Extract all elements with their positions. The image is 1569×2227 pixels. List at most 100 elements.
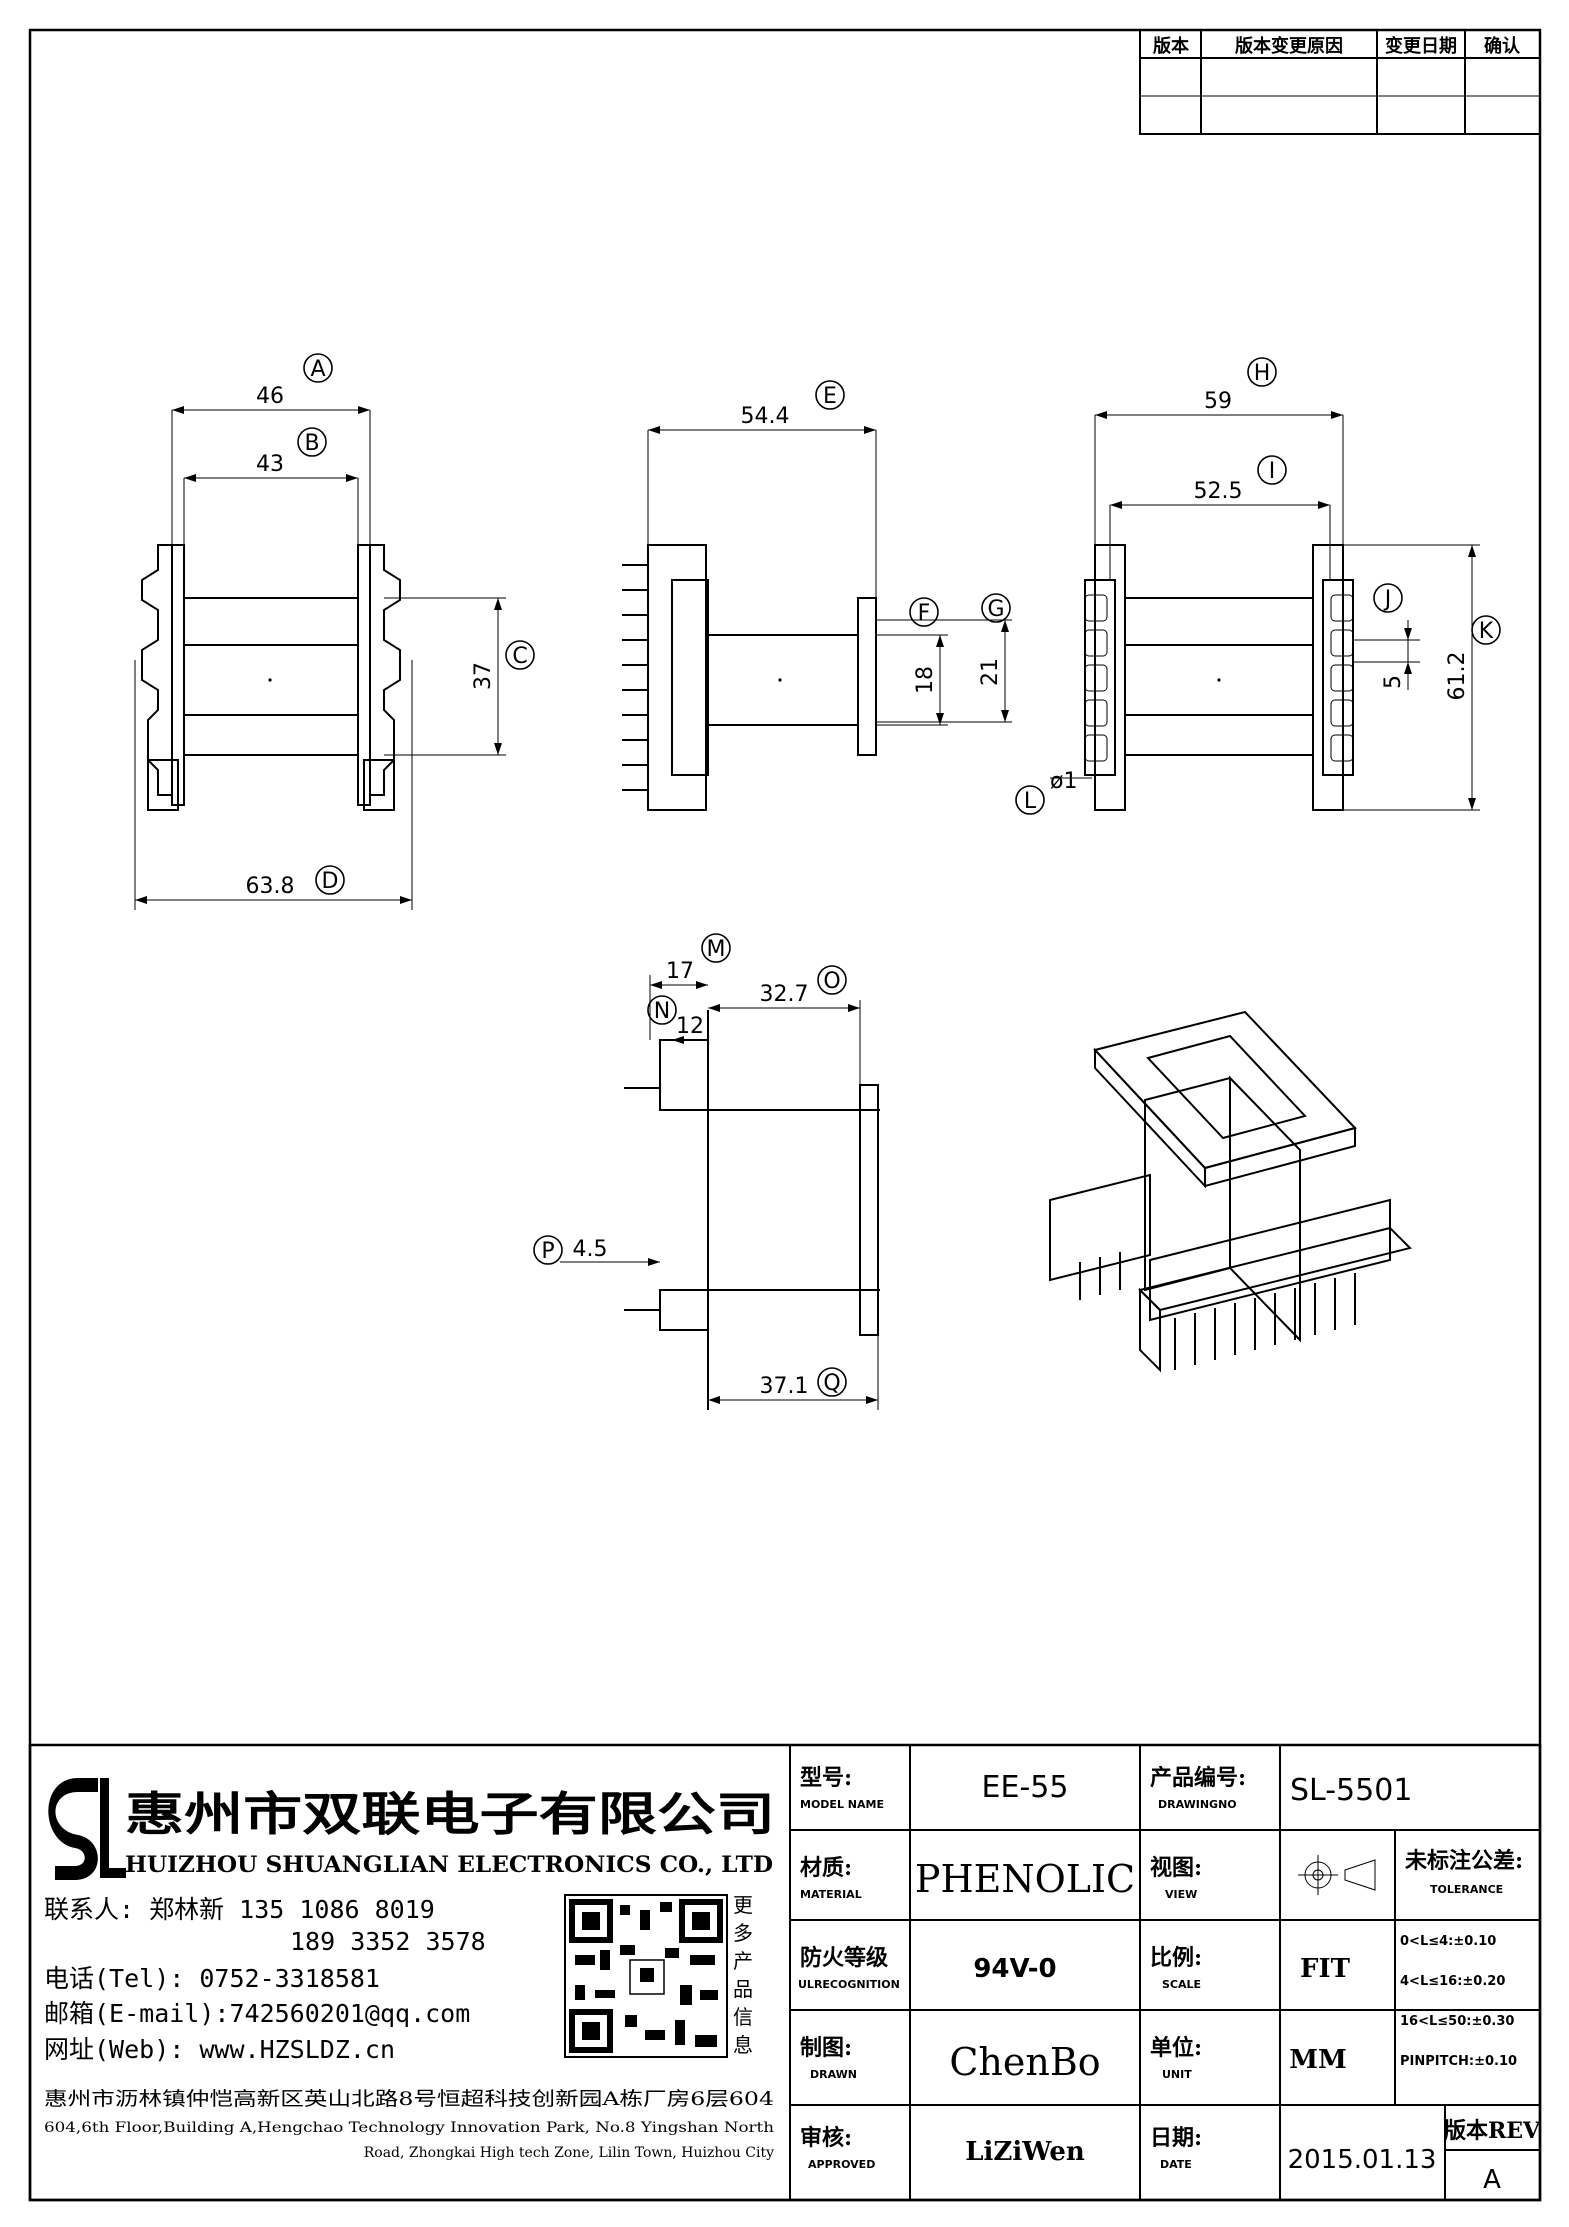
dim-value-p: 4.5 xyxy=(573,1237,608,1262)
dim-label-d: D xyxy=(322,869,339,894)
drawing-no-label-en: DRAWINGNO xyxy=(1158,1798,1237,1811)
dim-value-m: 17 xyxy=(666,959,694,984)
bottom-view: 17 M 12 N 32.7 O 4.5 P 37.1 Q xyxy=(533,933,880,1410)
view-label-en: VIEW xyxy=(1165,1888,1197,1901)
dim-value-h: 59 xyxy=(1204,389,1232,414)
qr-code-icon xyxy=(564,1894,728,2058)
dim-label-c: C xyxy=(512,644,527,669)
dim-label-p: P xyxy=(541,1239,554,1264)
approved-value: LiZiWen xyxy=(965,2137,1085,2167)
model-label-en: MODEL NAME xyxy=(800,1798,884,1811)
date-label-en: DATE xyxy=(1160,2158,1192,2171)
tolerance-row-1: 0<L≤4:±0.10 xyxy=(1400,1934,1496,1949)
dim-value-q: 37.1 xyxy=(760,1374,809,1399)
flammability-value: 94V-0 xyxy=(973,1954,1056,1984)
qr-caption-4: 品 xyxy=(733,1977,753,2001)
dim-label-i: I xyxy=(1269,459,1276,484)
dim-label-k: K xyxy=(1479,619,1494,644)
dim-value-j: 5 xyxy=(1381,675,1406,689)
dim-label-a: A xyxy=(310,357,325,382)
dim-label-l: L xyxy=(1024,789,1037,814)
material-label-en: MATERIAL xyxy=(800,1888,862,1901)
rev-header-reason: 版本变更原因 xyxy=(1235,35,1343,57)
right-right-slots xyxy=(1330,594,1354,762)
tolerance-label-en: TOLERANCE xyxy=(1430,1883,1503,1896)
contact-phone-2: 189 3352 3578 xyxy=(290,1927,486,1956)
company-web: 网址(Web): www.HZSLDZ.cn xyxy=(44,2035,395,2064)
approved-label-en: APPROVED xyxy=(808,2158,875,2171)
dim-value-d: 63.8 xyxy=(246,874,295,899)
unit-value: MM xyxy=(1289,2045,1347,2075)
dim-value-a: 46 xyxy=(256,384,284,409)
dim-label-f: F xyxy=(918,601,931,626)
qr-caption-6: 息 xyxy=(733,2033,753,2057)
flammability-label-en: ULRECOGNITION xyxy=(798,1978,900,1991)
dim-label-j: J xyxy=(1383,587,1392,612)
unit-label-en: UNIT xyxy=(1162,2068,1192,2081)
company-tel: 电话(Tel): 0752-3318581 xyxy=(44,1964,380,1993)
qr-caption-5: 信 xyxy=(733,2005,753,2029)
revision-value: A xyxy=(1483,2165,1501,2195)
dim-value-b: 43 xyxy=(256,452,284,477)
front-view: 46 A 43 B 37 C 63.8 D xyxy=(134,353,535,910)
title-block: 型号: MODEL NAME EE-55 产品编号: DRAWINGNO SL-… xyxy=(28,1743,1542,2202)
model-value: EE-55 xyxy=(982,1770,1069,1805)
drawing-no-value: SL-5501 xyxy=(1290,1773,1412,1808)
company-block: 惠州市双联电子有限公司 HUIZHOU SHUANGLIAN ELECTRONI… xyxy=(44,1778,775,2161)
company-logo-icon xyxy=(48,1778,126,1880)
tolerance-row-4: PINPITCH:±0.10 xyxy=(1400,2054,1517,2069)
drawn-label-cn: 制图: xyxy=(800,2035,852,2061)
dim-value-g: 21 xyxy=(978,658,1003,686)
qr-caption-1: 更 xyxy=(733,1893,753,1917)
company-name-cn: 惠州市双联电子有限公司 xyxy=(125,1787,775,1841)
tolerance-row-2: 4<L≤16:±0.20 xyxy=(1400,1974,1505,1989)
qr-caption-2: 多 xyxy=(733,1921,753,1945)
scale-value: FIT xyxy=(1300,1954,1351,1984)
dim-value-c: 37 xyxy=(471,662,496,690)
view-label-cn: 视图: xyxy=(1150,1855,1202,1881)
scale-label-cn: 比例: xyxy=(1150,1945,1202,1971)
flammability-label-cn: 防火等级 xyxy=(800,1945,888,1971)
side-view: 54.4 E 18 F 21 G xyxy=(622,380,1012,811)
dim-value-k: 61.2 xyxy=(1445,652,1470,701)
right-view: 59 H 52.5 I 5 J 61.2 K ø1 L xyxy=(1015,357,1501,815)
dim-value-n: 12 xyxy=(676,1014,704,1039)
scale-label-en: SCALE xyxy=(1162,1978,1201,1991)
rev-header-date: 变更日期 xyxy=(1385,35,1457,57)
date-label-cn: 日期: xyxy=(1150,2125,1202,2151)
contact-person: 联系人: 郑林新 135 1086 8019 xyxy=(44,1895,435,1924)
dim-label-m: M xyxy=(707,937,726,962)
side-pins xyxy=(622,564,648,791)
tolerance-row-3: 16<L≤50:±0.30 xyxy=(1400,2014,1514,2029)
projection-symbol-icon xyxy=(1298,1855,1376,1895)
rev-header-confirm: 确认 xyxy=(1484,35,1521,57)
drawn-value: ChenBo xyxy=(949,2040,1100,2084)
revision-table: 版本 版本变更原因 变更日期 确认 xyxy=(1139,29,1541,135)
dim-label-g: G xyxy=(987,597,1004,622)
dim-label-e: E xyxy=(823,384,837,409)
dim-label-n: N xyxy=(654,999,670,1024)
address-cn: 惠州市沥林镇仲恺高新区英山北路8号恒超科技创新园A栋厂房6层604 xyxy=(44,2088,774,2110)
right-left-slots xyxy=(1084,594,1108,762)
dim-label-h: H xyxy=(1254,361,1271,386)
dim-value-l: ø1 xyxy=(1050,769,1077,794)
dim-value-o: 32.7 xyxy=(760,982,809,1007)
dim-value-e: 54.4 xyxy=(741,404,790,429)
rev-header-version: 版本 xyxy=(1153,35,1189,57)
material-label-cn: 材质: xyxy=(800,1855,852,1881)
address-en-line2: Road, Zhongkai High tech Zone, Lilin Tow… xyxy=(364,2145,774,2161)
tolerance-label-cn: 未标注公差: xyxy=(1405,1848,1523,1874)
revision-label: 版本REV xyxy=(1444,2118,1541,2144)
qr-caption-3: 产 xyxy=(733,1949,753,1973)
material-value: PHENOLIC xyxy=(915,1857,1135,1901)
company-name-en: HUIZHOU SHUANGLIAN ELECTRONICS CO., LTD xyxy=(125,1852,773,1878)
dim-label-o: O xyxy=(823,969,840,994)
date-value: 2015.01.13 xyxy=(1288,2145,1437,2175)
company-email: 邮箱(E-mail):742560201@qq.com xyxy=(44,1999,470,2028)
isometric-view xyxy=(1049,1010,1412,1373)
dim-label-b: B xyxy=(304,431,319,456)
dim-value-f: 18 xyxy=(913,666,938,694)
model-label-cn: 型号: xyxy=(800,1765,852,1791)
drawn-label-en: DRAWN xyxy=(810,2068,857,2081)
